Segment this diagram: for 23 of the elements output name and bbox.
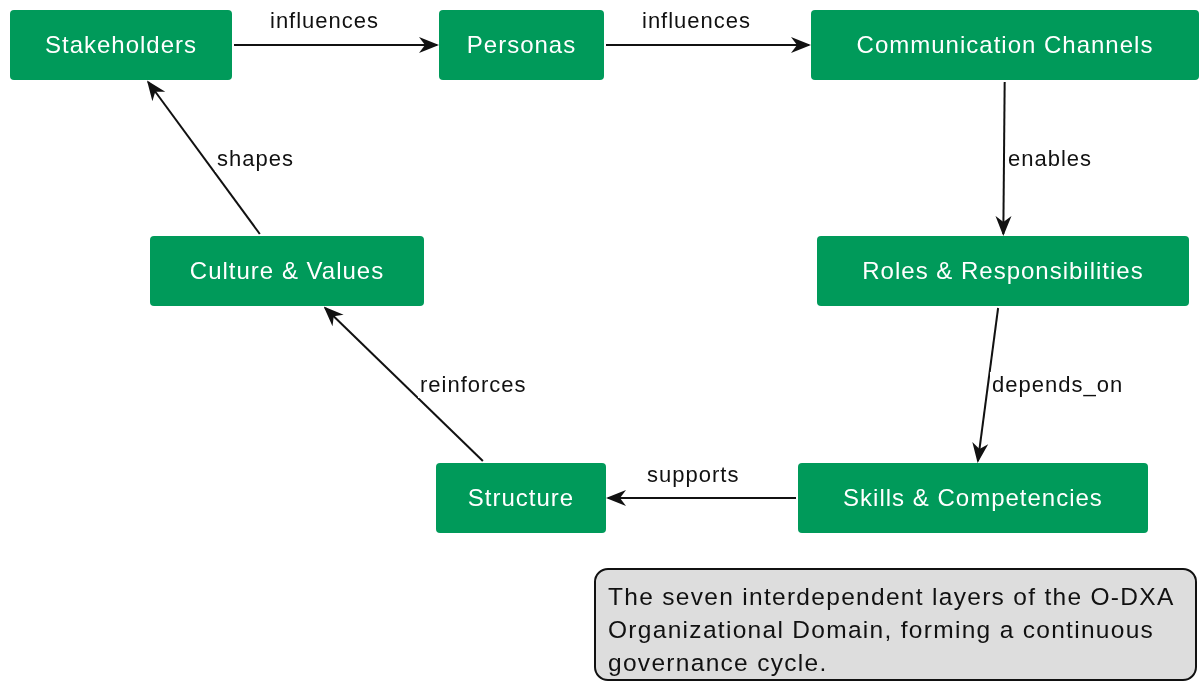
box-label: Culture & Values — [189, 257, 385, 285]
process-box — [150, 236, 424, 306]
note-text: The seven interdependent layers of the O-DXA Organizational Domain, forming a continuous governance cycle. — [608, 582, 1175, 678]
arrow — [606, 490, 797, 506]
note-box — [594, 568, 1197, 681]
box-label: Stakeholders — [44, 31, 198, 59]
arrow — [233, 37, 439, 53]
box-label: Roles & Responsibilities — [862, 257, 1144, 285]
arrow — [323, 306, 484, 462]
process-box — [436, 463, 606, 533]
box-label: Structure — [467, 484, 575, 512]
process-box — [817, 236, 1189, 306]
box-label: Communication Channels — [856, 31, 1154, 59]
box-label: Skills & Competencies — [843, 484, 1103, 512]
process-box — [10, 10, 232, 80]
arrow — [605, 37, 811, 53]
box-label: Personas — [466, 31, 577, 59]
arrow — [972, 307, 1000, 463]
arrow — [995, 81, 1012, 236]
process-box — [811, 10, 1199, 80]
process-box — [439, 10, 604, 80]
arrow — [147, 80, 261, 235]
process-box — [798, 463, 1148, 533]
